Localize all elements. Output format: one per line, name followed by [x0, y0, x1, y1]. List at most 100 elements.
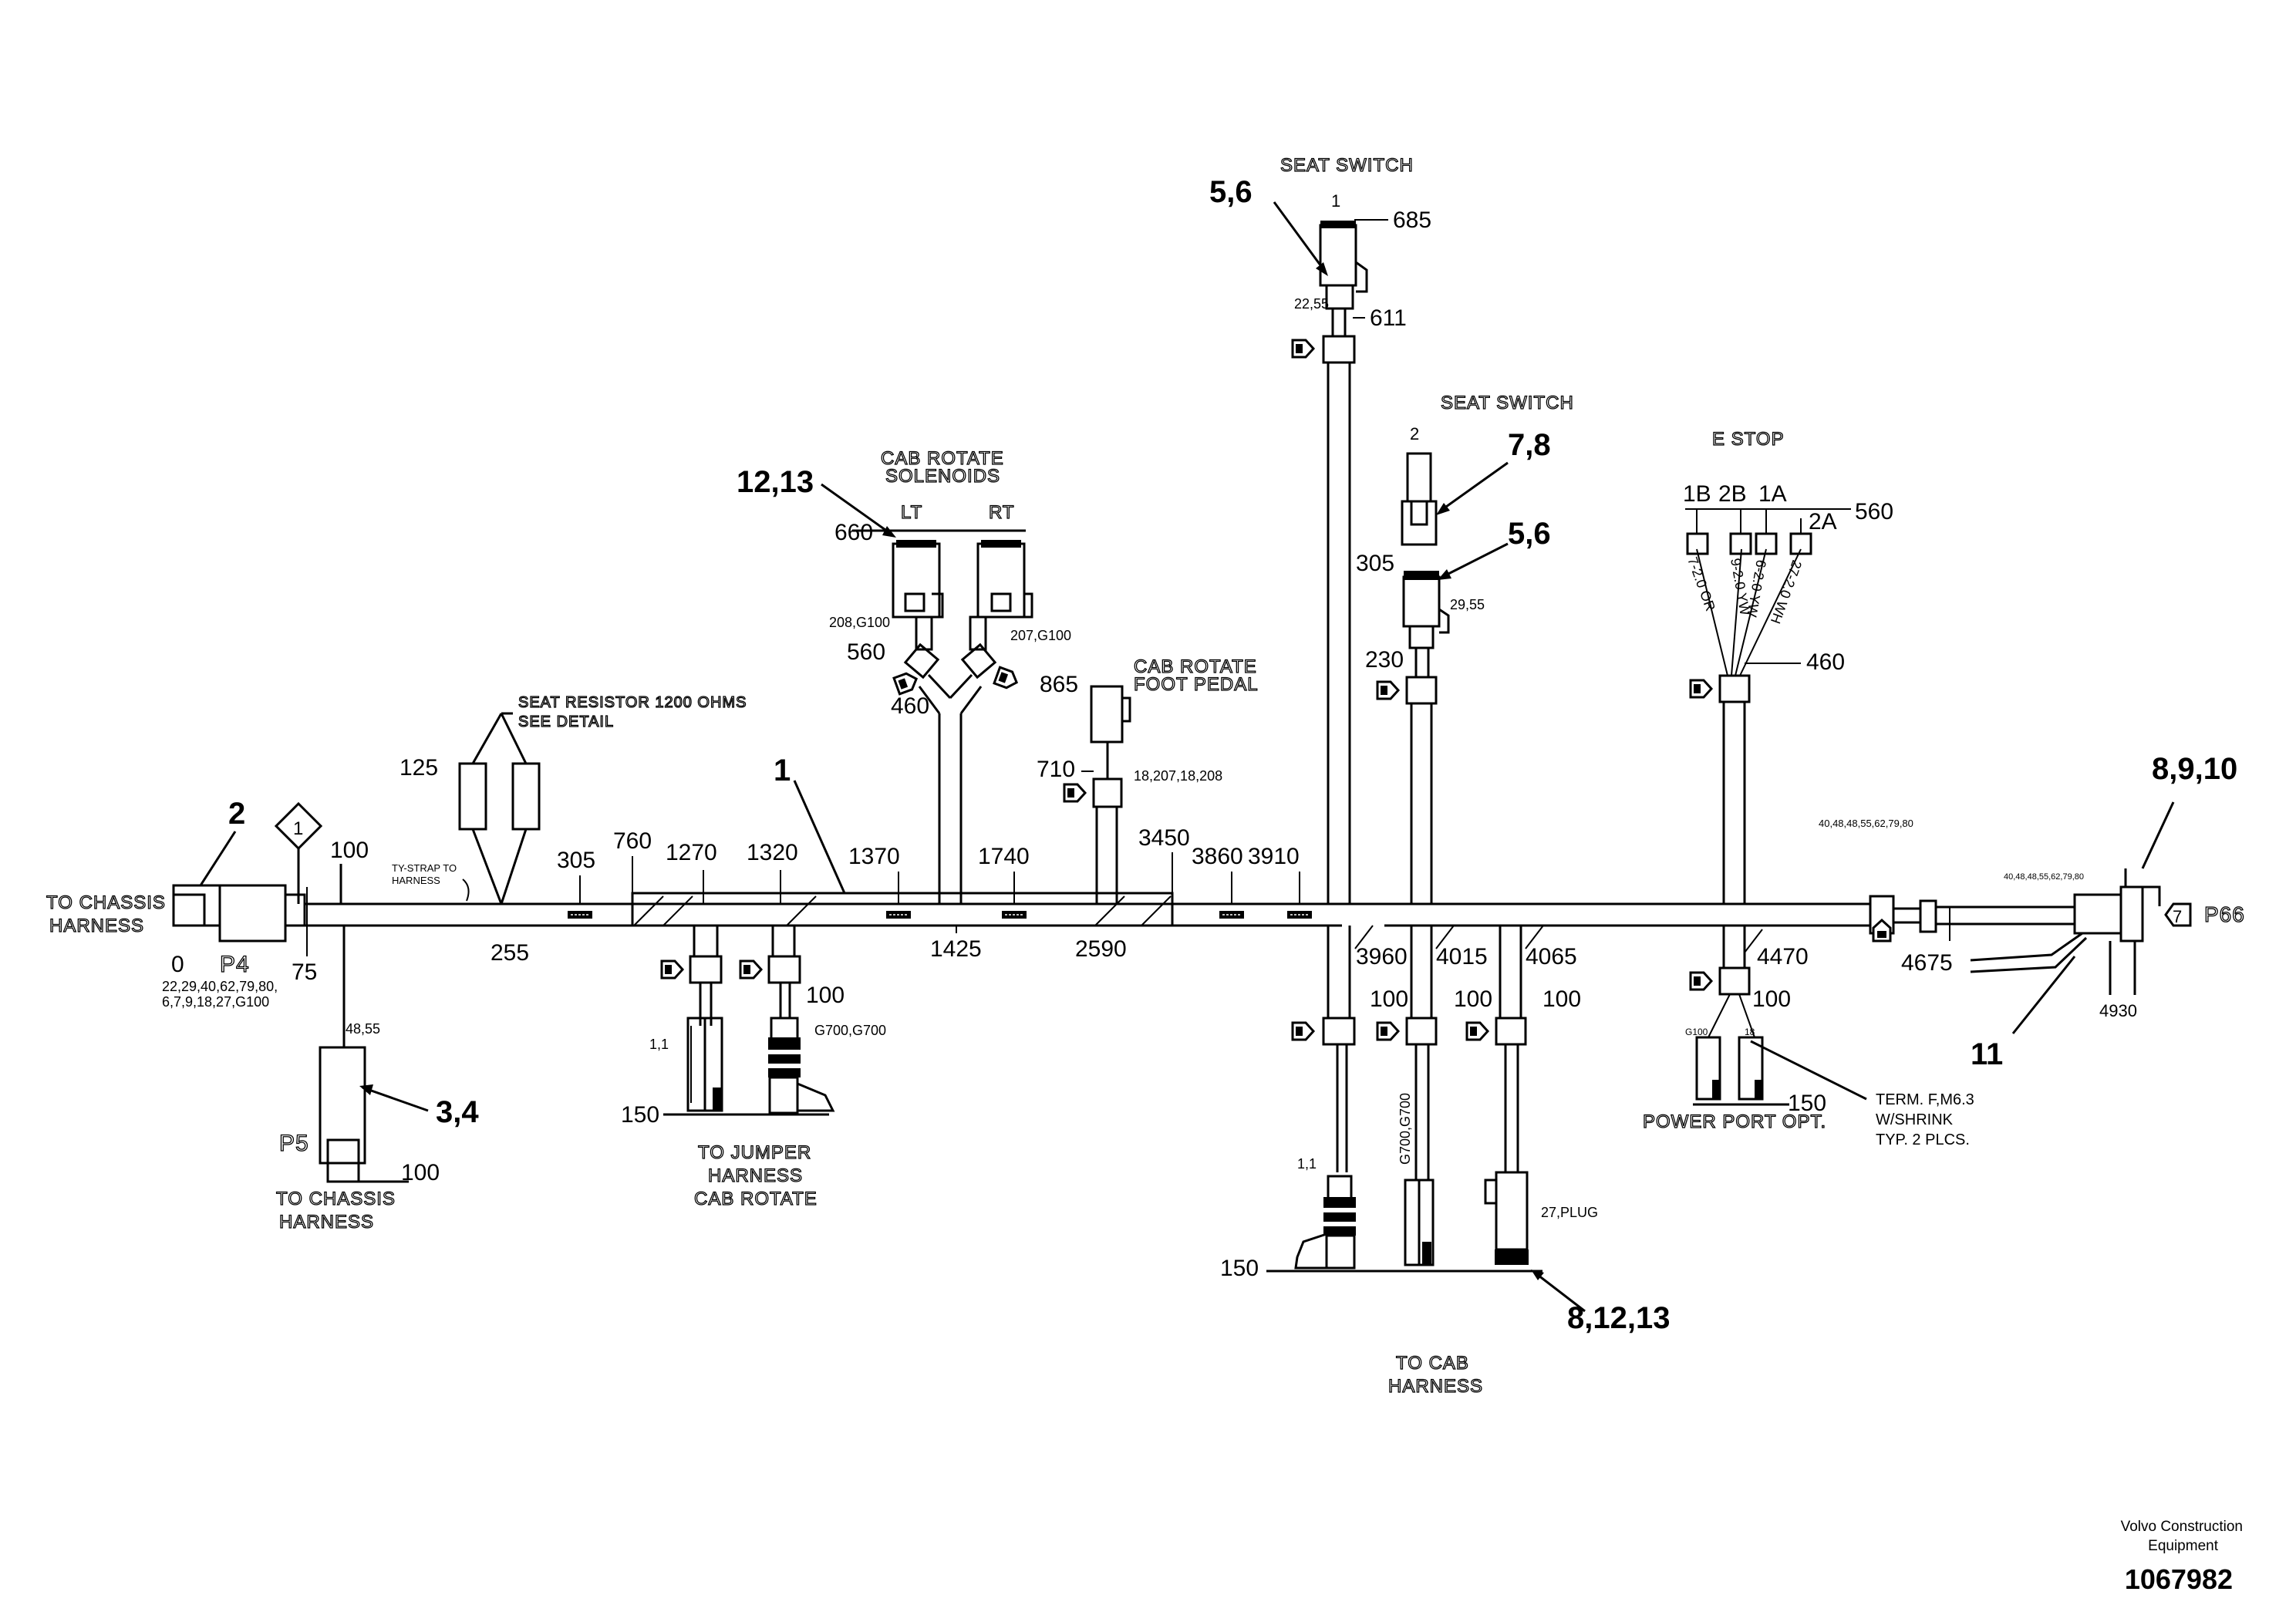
- dim-460-sol: 460: [891, 693, 929, 719]
- callout-5-6-mid: 5,6: [1508, 517, 1551, 551]
- dim-1320: 1320: [747, 840, 798, 865]
- dim-150-jumper: 150: [621, 1102, 659, 1128]
- cab-pins-g700: G700,G700: [1397, 1093, 1413, 1165]
- foot-pedal-label-1: CAB ROTATE: [1134, 656, 1257, 677]
- dim-125: 125: [400, 755, 438, 781]
- cab-pins-27plug: 27,PLUG: [1541, 1205, 1598, 1220]
- seat-switch-top: [1291, 219, 1388, 904]
- dim-305: 305: [557, 848, 595, 873]
- seat-resistor-label-2: SEE DETAIL: [518, 713, 614, 730]
- harness-p5: HARNESS: [279, 1212, 374, 1233]
- dim-100-jumper: 100: [806, 983, 845, 1008]
- dim-100-p5: 100: [401, 1160, 440, 1185]
- dim-4930: 4930: [2099, 1001, 2137, 1020]
- dim-255: 255: [491, 940, 529, 966]
- brand-line-2: Equipment: [2148, 1538, 2219, 1554]
- dim-865: 865: [1040, 672, 1078, 697]
- cab-rotate-solenoids-2: SOLENOIDS: [885, 466, 1000, 487]
- to-chassis-label-left: TO CHASSIS: [46, 892, 166, 913]
- svg-text:1: 1: [293, 818, 303, 839]
- jumper-pins-g700: G700,G700: [814, 1023, 886, 1038]
- power-port-label: POWER PORT OPT.: [1643, 1111, 1826, 1132]
- p4-connector: [172, 884, 308, 956]
- p66-connector: [1869, 868, 2192, 1034]
- jumper-pins-11: 1,1: [649, 1037, 669, 1052]
- cab-pins-11: 1,1: [1297, 1156, 1317, 1172]
- dim-100-main: 100: [330, 838, 369, 863]
- dim-100-cab-3: 100: [1542, 986, 1581, 1012]
- term-note-1: TERM. F,M6.3: [1876, 1091, 1974, 1108]
- pp-18: 18: [1745, 1027, 1755, 1037]
- foot-pedal-label-2: FOOT PEDAL: [1134, 674, 1259, 695]
- seat1-num: 1: [1331, 191, 1340, 211]
- dim-1270: 1270: [666, 840, 717, 865]
- e-stop-label: E STOP: [1712, 429, 1785, 450]
- dim-560-sol: 560: [847, 639, 885, 665]
- cab-rotate-solenoids-1: CAB ROTATE: [881, 448, 1004, 469]
- e-stop-branch: [1685, 508, 1851, 904]
- note-7: 7: [2173, 907, 2182, 926]
- seat1-pins: 22,55: [1294, 296, 1329, 312]
- dim-4015: 4015: [1436, 944, 1488, 969]
- dim-100-cab-1: 100: [1370, 986, 1408, 1012]
- dim-3860: 3860: [1192, 844, 1243, 869]
- callout-8-9-10: 8,9,10: [2152, 752, 2237, 786]
- harness-label-left: HARNESS: [49, 916, 144, 936]
- seat-resistor: [458, 712, 541, 905]
- es-1b: 1B: [1683, 481, 1711, 507]
- ty-strap-2: HARNESS: [392, 875, 440, 886]
- jumper-harness-label: HARNESS: [708, 1165, 803, 1186]
- dim-230: 230: [1365, 647, 1404, 673]
- p66-label: P66: [2204, 902, 2245, 926]
- p5-pins: 48,55: [346, 1021, 380, 1037]
- seat-switch-mid-label: SEAT SWITCH: [1441, 393, 1574, 413]
- sol-pins-208: 208,G100: [829, 615, 890, 630]
- cab-harness-label: HARNESS: [1388, 1376, 1483, 1397]
- dim-760: 760: [613, 828, 652, 854]
- solenoid-branch: [852, 529, 1033, 904]
- to-jumper-label: TO JUMPER: [698, 1142, 811, 1163]
- es-2a: 2A: [1809, 509, 1837, 534]
- es-2b: 2B: [1718, 481, 1747, 507]
- sol-pins-207: 207,G100: [1010, 628, 1071, 643]
- seat-switch-top-label: SEAT SWITCH: [1280, 155, 1414, 176]
- dim-3960: 3960: [1356, 944, 1408, 969]
- foot-pins: 18,207,18,208: [1134, 768, 1222, 784]
- seat-resistor-label-1: SEAT RESISTOR 1200 OHMS: [518, 694, 747, 711]
- dim-1370: 1370: [848, 844, 900, 869]
- term-note-2: W/SHRINK: [1876, 1111, 1954, 1128]
- ty-strap-1: TY-STRAP TO: [392, 862, 457, 874]
- rt-label: RT: [989, 502, 1015, 523]
- seat2-pins: 29,55: [1450, 597, 1485, 612]
- dim-685: 685: [1393, 207, 1431, 233]
- cab-harness-drops: [1266, 925, 1544, 1273]
- to-cab-label: TO CAB: [1396, 1353, 1469, 1374]
- callout-12-13: 12,13: [737, 465, 814, 499]
- p5-label: P5: [279, 1131, 309, 1156]
- callout-8-12-13: 8,12,13: [1567, 1301, 1670, 1335]
- main-trunk: [303, 892, 1882, 927]
- seat2-num: 2: [1410, 424, 1419, 443]
- p4-pins-b: 6,7,9,18,27,G100: [162, 994, 269, 1010]
- dim-0: 0: [171, 952, 184, 977]
- es-1a: 1A: [1758, 481, 1787, 507]
- wire-label-d: 27-2.0 WH: [1768, 558, 1805, 626]
- to-chassis-p5: TO CHASSIS: [276, 1189, 396, 1209]
- dim-3450: 3450: [1138, 825, 1190, 851]
- p5-connector: [319, 1046, 409, 1183]
- callout-11: 11: [1971, 1037, 2003, 1071]
- term-note-3: TYP. 2 PLCS.: [1876, 1131, 1970, 1148]
- callout-2: 2: [228, 797, 245, 831]
- dim-560-estop: 560: [1855, 499, 1893, 524]
- callout-3-4: 3,4: [436, 1095, 479, 1129]
- callout-1: 1: [774, 754, 791, 787]
- dim-4470: 4470: [1757, 944, 1809, 969]
- power-port-branch: [1689, 926, 1867, 1106]
- dim-710: 710: [1037, 757, 1075, 782]
- dim-4675: 4675: [1901, 950, 1953, 976]
- foot-pedal-branch: [1063, 685, 1131, 904]
- dim-75: 75: [292, 959, 317, 985]
- pp-g100: G100: [1685, 1027, 1708, 1037]
- brand-line-1: Volvo Construction: [2121, 1519, 2243, 1535]
